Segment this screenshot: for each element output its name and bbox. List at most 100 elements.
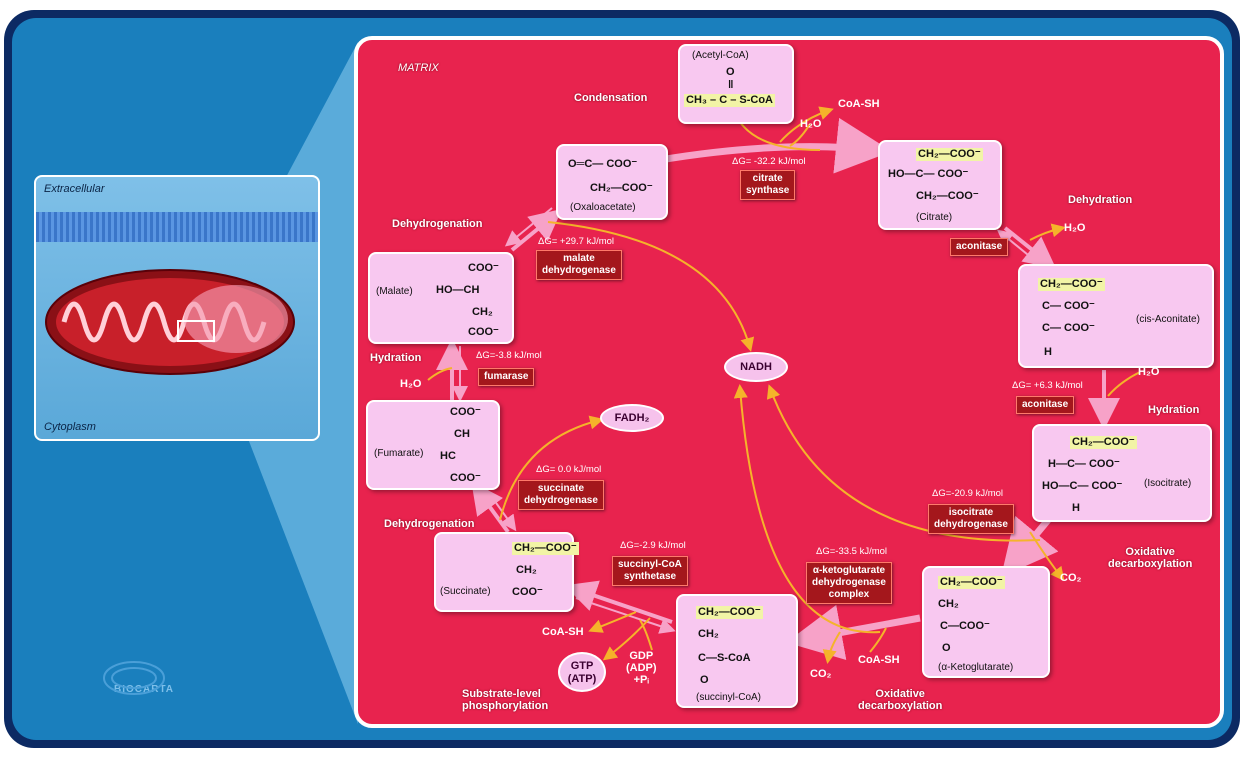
co2-akg: CO₂: [810, 668, 832, 680]
cell-inset: Extracellular Cytoplasm: [34, 175, 320, 441]
succinate-line-1: CH₂—COO⁻: [512, 542, 579, 555]
label-substrate-level-phosphorylation: Substrate-level phosphorylation: [462, 688, 549, 712]
coash-left: CoA-SH: [542, 626, 584, 638]
cis-aconitate-line-3: C— COO⁻: [1042, 322, 1095, 334]
enzyme-akg-dehydrogenase-complex: α-ketoglutarate dehydrogenase complex: [806, 562, 892, 604]
dg-succinate-dehydrogenase: ΔG= 0.0 kJ/mol: [536, 464, 602, 475]
ketoglutarate-line-2: CH₂: [938, 598, 959, 610]
arrow-fumarate-to-succinate: [483, 485, 517, 532]
citrate-box: CH₂—COO⁻ HO—C— COO⁻ CH₂—COO⁻ (Citrate): [878, 140, 1002, 230]
logo-mark: [103, 661, 165, 695]
citrate-name: (Citrate): [916, 212, 953, 223]
malate-name: (Malate): [376, 286, 413, 297]
cis-aconitate-box: CH₂—COO⁻ C— COO⁻ C— COO⁻ H (cis-Aconitat…: [1018, 264, 1214, 368]
succinyl-coa-line-3: C—S-CoA: [698, 652, 751, 664]
enzyme-isocitrate-dehydrogenase: isocitrate dehydrogenase: [928, 504, 1014, 534]
malate-line-1: COO⁻: [468, 262, 499, 274]
citrate-line-2: HO—C— COO⁻: [888, 168, 969, 180]
oxaloacetate-box: O═C— COO⁻ CH₂—COO⁻ (Oxaloacetate): [556, 144, 668, 220]
h2o-hydration: H₂O: [1138, 366, 1160, 378]
ketoglutarate-line-1: CH₂—COO⁻: [938, 576, 1005, 589]
succinyl-coa-line-4: O: [700, 674, 709, 686]
malate-line-4: COO⁻: [468, 326, 499, 338]
arrow-nadh-isocitrate: [766, 384, 1041, 542]
arrow-h2o-hydration: [1107, 371, 1141, 397]
succinyl-coa-line-1: CH₂—COO⁻: [696, 606, 763, 619]
coash-akg: CoA-SH: [858, 654, 900, 666]
acetyl-coa-box: (Acetyl-CoA) O ‖ CH₃ – C – S-CoA: [678, 44, 794, 124]
acetyl-coa-name: (Acetyl-CoA): [692, 50, 749, 61]
acetyl-coa-oxygen: O: [726, 66, 735, 78]
enzyme-citrate-synthase: citrate synthase: [740, 170, 796, 200]
succinate-box: CH₂—COO⁻ CH₂ COO⁻ (Succinate): [434, 532, 579, 612]
arrow-h2o-left: [427, 367, 453, 381]
cell-membrane: [36, 212, 318, 242]
malate-line-3: CH₂: [472, 306, 493, 318]
label-hydration-left: Hydration: [370, 352, 422, 364]
fumarate-line-1: COO⁻: [450, 406, 481, 418]
cis-aconitate-line-1: CH₂—COO⁻: [1038, 278, 1105, 291]
biocarta-logo: BIOCARTA: [103, 661, 175, 695]
arrow-h2o-top: [789, 123, 811, 147]
arrow-coash-out: [779, 106, 834, 143]
enzyme-aconitase-1: aconitase: [950, 238, 1009, 256]
label-condensation: Condensation: [574, 92, 648, 104]
dg-akg-dehydrogenase: ΔG=-33.5 kJ/mol: [816, 546, 888, 557]
arrow-fadh2: [499, 415, 604, 521]
isocitrate-name: (Isocitrate): [1144, 478, 1192, 489]
h2o-left: H₂O: [400, 378, 422, 390]
cis-aconitate-name: (cis-Aconitate): [1136, 314, 1200, 325]
acetyl-coa-formula: CH₃ – C – S-CoA: [684, 94, 775, 107]
enzyme-malate-dehydrogenase: malate dehydrogenase: [536, 250, 622, 280]
isocitrate-line-4: H: [1072, 502, 1080, 514]
enzyme-aconitase-2: aconitase: [1016, 396, 1075, 414]
ketoglutarate-name: (α-Ketoglutarate): [938, 662, 1014, 673]
mitochondrion-illustration: [45, 269, 295, 375]
acetyl-coa-bond: ‖: [728, 79, 734, 91]
coash-top: CoA-SH: [838, 98, 880, 110]
arrow-succinylcoa-to-succinate: [564, 580, 673, 624]
succinyl-coa-name: (succinyl-CoA): [696, 692, 762, 703]
arrow-co2-isocitrate: [1029, 531, 1065, 582]
dg-citrate-synthase: ΔG= -32.2 kJ/mol: [732, 156, 806, 167]
arrow-akg-to-succinylcoa: [786, 604, 921, 660]
ketoglutarate-line-3: C—COO⁻: [940, 620, 990, 632]
fumarate-line-3: HC: [440, 450, 456, 462]
arrow-oaa-to-citrate: [659, 117, 892, 174]
arrow-succinate-to-succinylcoa: [575, 597, 676, 634]
arrow-co2-akg: [822, 631, 841, 664]
nadh-oval: NADH: [724, 352, 788, 382]
gdp-adp-pi: GDP (ADP) +Pᵢ: [626, 650, 657, 686]
matrix-label: MATRIX: [398, 62, 439, 74]
malate-line-2: HO—CH: [436, 284, 480, 296]
arrow-h2o-dehydration: [1029, 223, 1066, 241]
dg-isocitrate-dehydrogenase: ΔG=-20.9 kJ/mol: [932, 488, 1004, 499]
label-dehydrogenation-top: Dehydrogenation: [392, 218, 483, 230]
label-oxidative-decarboxylation-bottom: Oxidative decarboxylation: [858, 688, 943, 712]
fumarate-line-2: CH: [454, 428, 470, 440]
ketoglutarate-line-4: O: [942, 642, 951, 654]
citrate-line-3: CH₂—COO⁻: [916, 190, 979, 202]
dg-succinyl-coa-synthetase: ΔG=-2.9 kJ/mol: [620, 540, 686, 551]
label-oxidative-decarboxylation-right: Oxidative decarboxylation: [1108, 546, 1193, 570]
ketoglutarate-box: CH₂—COO⁻ CH₂ C—COO⁻ O (α-Ketoglutarate): [922, 566, 1050, 678]
dg-fumarase: ΔG=-3.8 kJ/mol: [476, 350, 542, 361]
oxaloacetate-line-2: CH₂—COO⁻: [590, 182, 653, 194]
arrow-gdp: [639, 619, 653, 651]
logo-text: BIOCARTA: [114, 684, 175, 695]
succinate-name: (Succinate): [440, 586, 491, 597]
h2o-dehydration: H₂O: [1064, 222, 1086, 234]
arrow-coash-akg: [869, 627, 887, 653]
arrow-acetylcoa-in: [739, 121, 821, 151]
isocitrate-line-1: CH₂—COO⁻: [1070, 436, 1137, 449]
isocitrate-box: CH₂—COO⁻ H—C— COO⁻ HO—C— COO⁻ H (Isocitr…: [1032, 424, 1212, 522]
malate-box: COO⁻ HO—CH CH₂ COO⁻ (Malate): [368, 252, 514, 344]
citrate-line-1: CH₂—COO⁻: [916, 148, 983, 161]
dg-malate-dehydrogenase: ΔG= +29.7 kJ/mol: [538, 236, 615, 247]
isocitrate-line-2: H—C— COO⁻: [1048, 458, 1120, 470]
oxaloacetate-name: (Oxaloacetate): [570, 202, 636, 213]
fumarate-box: COO⁻ CH HC COO⁻ (Fumarate): [366, 400, 500, 490]
fumarate-line-4: COO⁻: [450, 472, 481, 484]
